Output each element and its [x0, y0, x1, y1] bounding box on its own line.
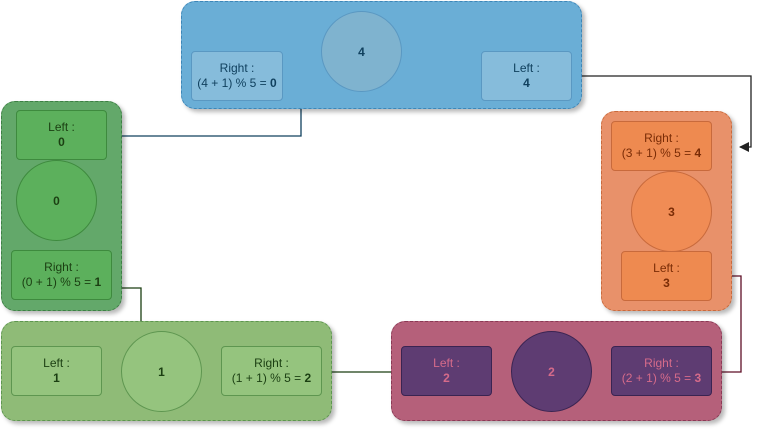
- node-4-right-expr: (4 + 1) % 5 =: [197, 76, 270, 90]
- node-0-right-label: Right :: [44, 260, 79, 274]
- node-1-right-value: 2: [304, 371, 312, 385]
- node-3-right-value: 4: [694, 146, 702, 160]
- node-4-left-box: Left : 4: [481, 51, 572, 101]
- node-0-circle: 0: [16, 160, 97, 241]
- node-1-left-label: Left :: [43, 356, 70, 370]
- node-2-left-label: Left :: [433, 356, 460, 370]
- node-0-right-value: 1: [94, 275, 102, 289]
- node-3-right-label: Right :: [644, 131, 679, 145]
- node-3-right-expr: (3 + 1) % 5 =: [621, 146, 695, 160]
- node-2-circle: 2: [511, 331, 592, 412]
- node-3-id: 3: [668, 204, 675, 219]
- node-4-left-value: 4: [523, 76, 530, 90]
- node-2-right-expr: (2 + 1) % 5 =: [621, 371, 695, 385]
- node-3-right-box: Right : (3 + 1) % 5 = 4: [611, 121, 712, 171]
- node-2-id: 2: [548, 364, 555, 379]
- node-0-right-box: Right : (0 + 1) % 5 = 1: [11, 250, 112, 300]
- node-1-right-box: Right : (1 + 1) % 5 = 2: [221, 346, 322, 396]
- node-0-left-value: 0: [58, 135, 65, 149]
- node-0-right-expr: (0 + 1) % 5 =: [21, 275, 95, 289]
- node-2-left-box: Left : 2: [401, 346, 492, 396]
- node-1-right-expr: (1 + 1) % 5 =: [231, 371, 305, 385]
- node-1-id: 1: [158, 364, 165, 379]
- node-3-left-box: Left : 3: [621, 251, 712, 301]
- node-4-left-label: Left :: [513, 61, 540, 75]
- node-2-right-value: 3: [694, 371, 702, 385]
- edge-4-to-3: [572, 75, 752, 152]
- node-2-left-value: 2: [443, 371, 450, 385]
- node-1-circle: 1: [121, 331, 202, 412]
- node-1-left-box: Left : 1: [11, 346, 102, 396]
- node-2-right-label: Right :: [644, 356, 679, 370]
- node-4-id: 4: [358, 44, 365, 59]
- node-4-right-box: Right : (4 + 1) % 5 = 0: [191, 51, 283, 101]
- node-1-left-value: 1: [53, 371, 60, 385]
- node-0-id: 0: [53, 193, 60, 208]
- node-0-left-label: Left :: [48, 120, 75, 134]
- node-2-right-box: Right : (2 + 1) % 5 = 3: [611, 346, 712, 396]
- node-3-left-label: Left :: [653, 261, 680, 275]
- node-3-left-value: 3: [663, 276, 670, 290]
- node-1-right-label: Right :: [254, 356, 289, 370]
- node-0-left-box: Left : 0: [16, 110, 107, 160]
- node-3-circle: 3: [631, 171, 712, 252]
- node-4-circle: 4: [321, 11, 402, 92]
- node-4-right-value: 0: [270, 76, 277, 90]
- node-4-right-label: Right :: [219, 61, 255, 75]
